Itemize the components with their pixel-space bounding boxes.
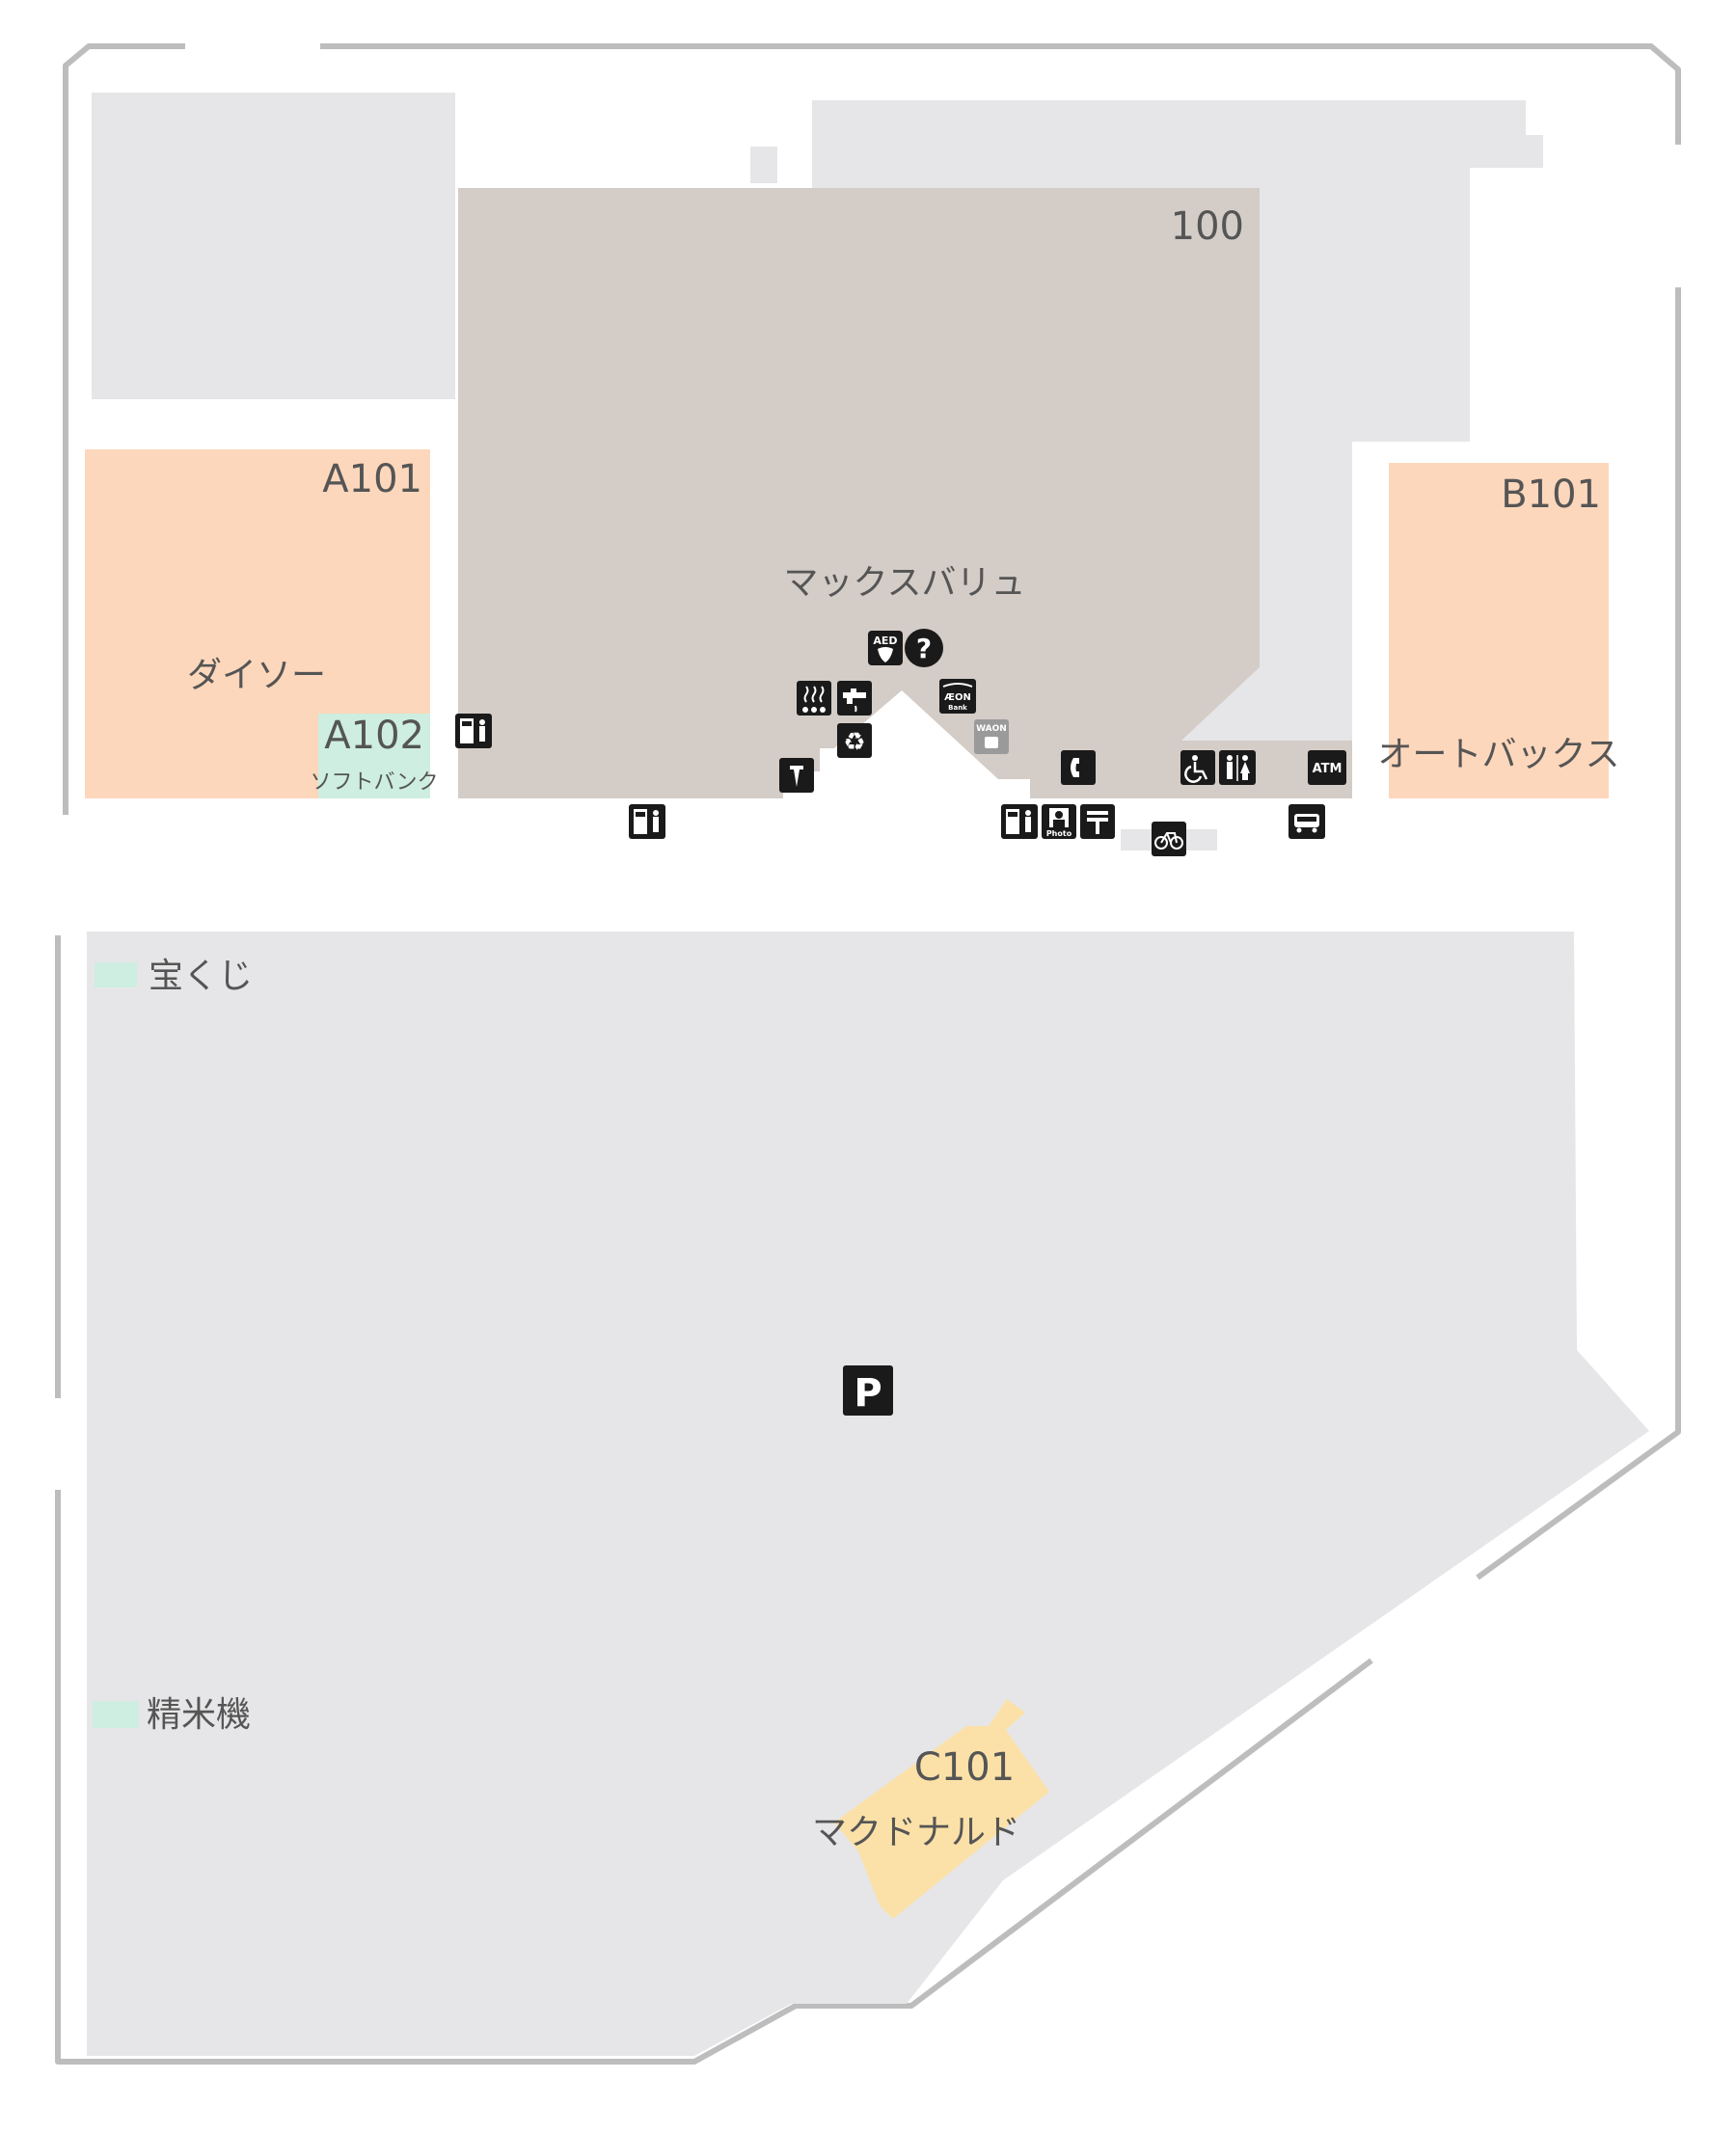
- svg-text:P: P: [854, 1371, 882, 1416]
- svg-text:AED: AED: [873, 634, 897, 647]
- svg-text:Photo: Photo: [1046, 829, 1072, 838]
- svg-text:ÆON: ÆON: [944, 692, 971, 703]
- legend-swatch-rice: [93, 1701, 139, 1728]
- parking-lot: [87, 932, 1649, 2056]
- store-a101-number: A101: [322, 457, 422, 501]
- accessible-icon[interactable]: [1180, 750, 1215, 785]
- store-100-name: マックスバリュ: [784, 563, 1026, 603]
- store-c101[interactable]: [834, 1699, 1049, 1919]
- aed-icon[interactable]: AED: [868, 631, 903, 665]
- waon-icon[interactable]: WAON: [974, 719, 1009, 754]
- svg-text:♻: ♻: [843, 728, 865, 757]
- store-b101-number: B101: [1501, 472, 1601, 517]
- vending-machine-icon-2[interactable]: [629, 804, 665, 839]
- post-box-icon[interactable]: [1080, 804, 1115, 839]
- building-northeast: [812, 100, 1543, 741]
- store-a102-name: ソフトバンク: [310, 770, 438, 795]
- store-b101[interactable]: [1389, 463, 1609, 798]
- bicycle-parking-icon[interactable]: [1152, 822, 1186, 856]
- knife-sharpener-icon[interactable]: [779, 758, 814, 793]
- facility-icons: AED ? ♻: [455, 629, 1346, 1416]
- water-tap-icon[interactable]: [837, 681, 872, 716]
- site-boundary: [55, 43, 1681, 2065]
- store-labels: 100 マックスバリュ A101 ダイソー A102 ソフトバンク B101 オ…: [147, 204, 1619, 1852]
- svg-text:?: ?: [916, 633, 932, 664]
- svg-text:WAON: WAON: [976, 724, 1007, 734]
- phone-icon[interactable]: [1061, 750, 1096, 785]
- store-b101-name: オートバックス: [1378, 735, 1620, 774]
- atm-icon[interactable]: ATM: [1308, 750, 1346, 785]
- hot-water-icon[interactable]: [797, 681, 831, 716]
- vending-machine-icon[interactable]: [455, 714, 492, 748]
- recycle-icon[interactable]: ♻: [837, 723, 872, 758]
- information-icon[interactable]: ?: [905, 629, 943, 667]
- store-a102[interactable]: [318, 714, 430, 798]
- building-small: [750, 147, 777, 183]
- vending-machine-icon-3[interactable]: [1001, 804, 1038, 839]
- bus-stop-icon[interactable]: [1288, 804, 1325, 839]
- store-a101-name: ダイソー: [187, 656, 326, 695]
- parking-icon[interactable]: P: [843, 1365, 893, 1416]
- aeon-bank-icon[interactable]: ÆON Bank: [939, 679, 976, 714]
- building-northwest: [92, 93, 455, 399]
- svg-text:ATM: ATM: [1313, 762, 1343, 776]
- legend-rice-polisher-label: 精米機: [147, 1695, 251, 1735]
- photo-booth-icon[interactable]: Photo: [1042, 804, 1076, 839]
- store-c101-name: マクドナルド: [812, 1813, 1020, 1852]
- store-a102-number: A102: [324, 714, 424, 758]
- legend-lottery-label: 宝くじ: [149, 957, 253, 996]
- svg-text:Bank: Bank: [948, 704, 967, 712]
- store-c101-number: C101: [914, 1745, 1015, 1790]
- restroom-icon[interactable]: [1219, 750, 1256, 785]
- legend-swatch-lottery: [95, 962, 137, 987]
- store-100-number: 100: [1171, 204, 1244, 249]
- background-blocks: [87, 93, 1649, 2056]
